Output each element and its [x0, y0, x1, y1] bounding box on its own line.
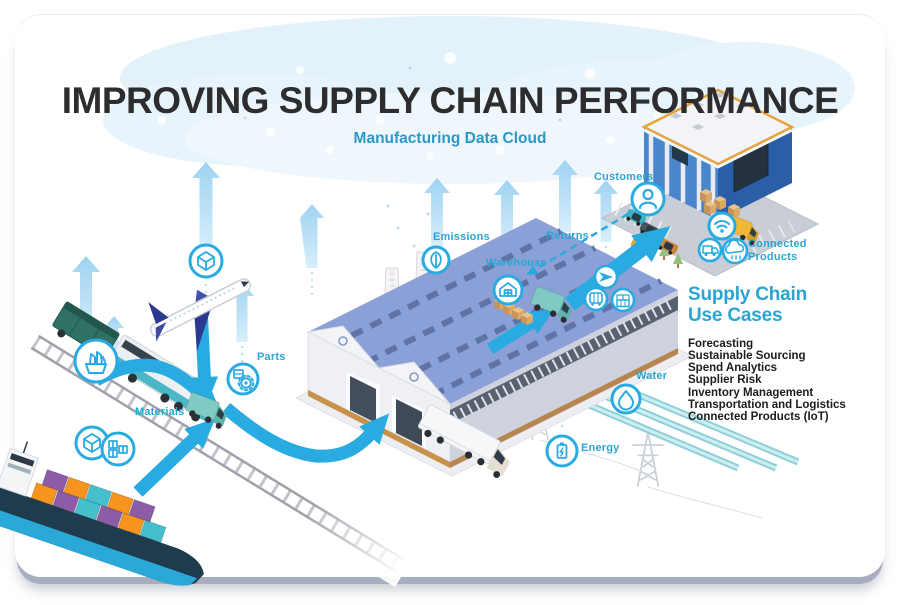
customers-person-icon [630, 181, 666, 217]
cloud-dots [158, 52, 705, 160]
package-icon [188, 243, 224, 279]
flow-arrow-factory-to-truck [486, 308, 555, 355]
up-arrow [192, 162, 220, 252]
flow-arrow-van-to-factory [221, 403, 390, 463]
up-arrow [594, 180, 618, 242]
stacked-containers-icon [100, 431, 136, 467]
raw-materials-icon [73, 338, 119, 384]
airplane-icon [593, 264, 619, 290]
label-warehouse: Warehouse [486, 257, 547, 269]
use-case-item: Transportation and Logistics [688, 399, 846, 412]
roof-skylight [670, 92, 748, 130]
up-arrow [300, 204, 324, 268]
up-arrow [230, 282, 254, 342]
returns-dashed-arrow [526, 212, 629, 276]
label-energy: Energy [581, 442, 620, 454]
emissions-leaf-icon [421, 245, 451, 275]
page-title: IMPROVING SUPPLY CHAIN PERFORMANCE [61, 80, 839, 121]
airplane [148, 278, 251, 352]
label-customers: Customers [594, 171, 654, 183]
water-drop-icon [610, 383, 642, 415]
warehouse-icon [492, 274, 524, 306]
use-case-item: Forecasting [688, 337, 754, 350]
factory [294, 218, 694, 477]
label-parts: Parts [257, 351, 286, 363]
materials-van [185, 392, 228, 429]
cloud-download-icon [721, 237, 749, 265]
cargo-ship [0, 441, 204, 586]
use-cases-heading-line2: Use Cases [688, 305, 783, 327]
up-arrow [552, 160, 578, 232]
cargo-crane-icon [610, 287, 636, 313]
label-emissions: Emissions [433, 231, 490, 243]
use-case-item: Inventory Management [688, 386, 814, 399]
parts-gear-icon [226, 362, 260, 396]
warehouse-van [530, 286, 573, 323]
flow-arrow-ship-to-van [133, 418, 216, 497]
label-materials: Materials [135, 406, 185, 418]
icon-badges [73, 181, 749, 468]
up-arrow [424, 178, 450, 246]
energy-battery-icon [545, 434, 579, 468]
up-arrow [72, 256, 100, 346]
use-cases-heading: Supply Chain Use Cases [688, 284, 883, 327]
dock-boxes [700, 189, 740, 218]
train-car-icon [583, 286, 609, 312]
label-returns: Returns [546, 230, 589, 242]
label-water: Water [636, 370, 668, 382]
up-arrow [494, 180, 520, 250]
use-case-item: Spend Analytics [688, 362, 778, 375]
wifi-icon [707, 211, 737, 241]
use-case-item: Supplier Risk [688, 374, 762, 387]
semi-truck [417, 404, 510, 478]
use-case-item: Connected Products (IoT) [688, 411, 829, 424]
use-cases-heading-line1: Supply Chain [688, 284, 807, 305]
label-connected-products: Connected Products [748, 238, 807, 263]
subtitle-manufacturing-data-cloud: Manufacturing Data Cloud [353, 130, 547, 147]
containers [30, 468, 167, 544]
use-case-item: Sustainable Sourcing [688, 349, 806, 362]
delivery-truck-icon [697, 237, 723, 263]
